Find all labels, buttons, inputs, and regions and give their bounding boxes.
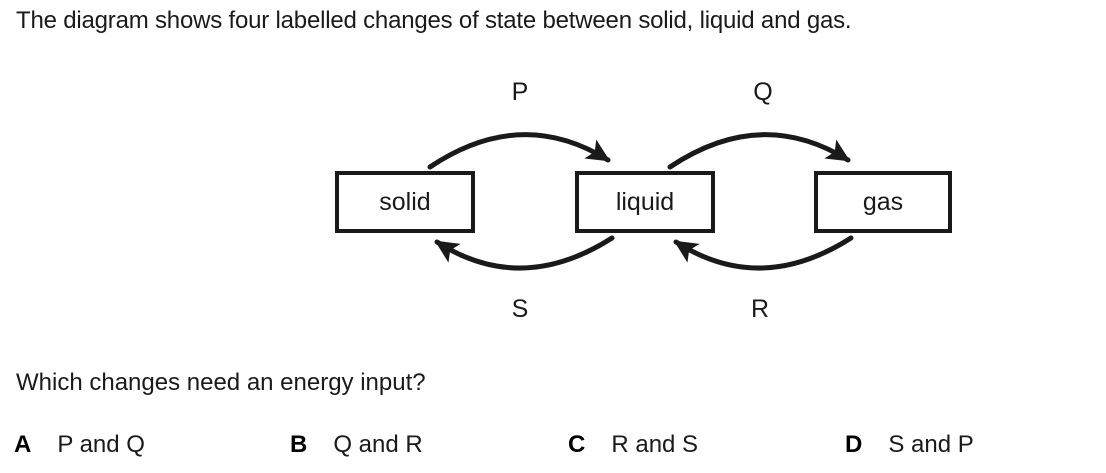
state-label-liquid: liquid [615,187,675,216]
option-c[interactable]: C R and S [568,428,698,462]
transition-label-q: Q [753,78,773,106]
transition-arrows [427,132,854,271]
option-b-letter: B [290,431,308,458]
option-b-text: Q and R [333,431,423,458]
arrow-q-liquid-to-gas [667,132,851,170]
option-d-text: S and P [888,431,974,458]
question-stem: The diagram shows four labelled changes … [16,7,852,34]
option-d-letter: D [845,431,863,458]
option-d[interactable]: D S and P [845,428,974,462]
arrow-r-gas-to-liquid [673,235,854,271]
arrow-p-solid-to-liquid [427,132,611,170]
state-label-solid: solid [379,187,431,216]
transition-label-r: R [750,295,770,323]
state-box-gas: gas [814,171,952,233]
option-a-letter: A [14,431,32,458]
state-change-diagram: solid liquid gas P Q S R [0,60,1106,330]
transition-label-p: P [511,78,529,106]
question-text: Which changes need an energy input? [16,369,426,396]
option-c-letter: C [568,431,586,458]
state-label-gas: gas [862,187,904,216]
option-a-text: P and Q [57,431,145,458]
arrow-s-liquid-to-solid [434,235,615,271]
transition-label-s: S [511,295,529,323]
option-b[interactable]: B Q and R [290,428,423,462]
option-c-text: R and S [611,431,699,458]
state-box-liquid: liquid [575,171,715,233]
option-a[interactable]: A P and Q [14,428,145,462]
state-box-solid: solid [335,171,475,233]
answer-options: A P and Q B Q and R C R and S D S and P [0,428,1106,468]
